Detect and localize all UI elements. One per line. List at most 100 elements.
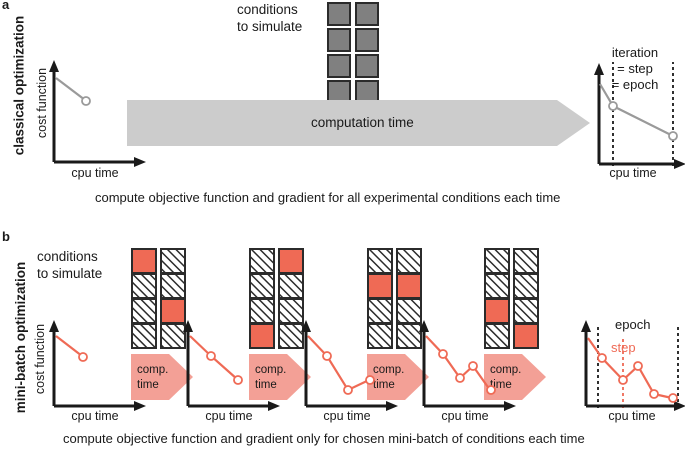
panel-a-caption: compute objective function and gradient …: [95, 190, 561, 205]
x-axis-arrowhead: [386, 401, 398, 411]
comp-time-arrow-1-label-line1: comp.: [137, 364, 169, 376]
panel-b-plot-1-xlabel: cpu time: [71, 409, 119, 423]
condition-cell-selected: [367, 273, 393, 299]
condition-cell: [327, 2, 351, 26]
comp-time-arrow-1-label-line2: time: [137, 379, 159, 391]
condition-cell: [513, 298, 539, 324]
y-axis-arrowhead: [183, 320, 193, 332]
panel-b-conditions-grid-1: [131, 248, 186, 349]
x-axis-arrowhead: [674, 159, 685, 169]
cost-curve-marker: [78, 352, 88, 362]
cost-curve-marker: [81, 96, 91, 106]
y-axis-arrowhead: [301, 320, 311, 332]
comp-time-arrow-3-label-line2: time: [373, 379, 395, 391]
condition-cell: [160, 323, 186, 349]
cost-curve: [55, 335, 83, 357]
computation-time-arrow: [127, 100, 590, 146]
cost-curve: [587, 337, 673, 400]
x-axis-arrowhead: [134, 157, 146, 167]
arrow-shape: [249, 354, 311, 400]
condition-cell: [396, 248, 422, 274]
cost-curve-marker: [486, 385, 496, 395]
condition-cell: [278, 273, 304, 299]
panel-a-conditions-grid: [327, 2, 379, 104]
condition-cell: [160, 273, 186, 299]
condition-cell: [484, 273, 510, 299]
panel-a-side-title: classical optimization: [11, 15, 27, 156]
condition-cell-selected: [249, 323, 275, 349]
panel-b-plot-5-xlabel: cpu time: [608, 409, 656, 423]
condition-cell: [278, 323, 304, 349]
cost-curve-marker: [322, 351, 332, 361]
condition-cell: [327, 54, 351, 78]
panel-a-plot-left: [49, 60, 146, 167]
cost-curve-marker: [343, 385, 353, 395]
condition-cell: [131, 323, 157, 349]
condition-cell-selected: [160, 298, 186, 324]
condition-cell: [327, 28, 351, 52]
x-axis-arrowhead: [674, 401, 685, 411]
panel-a-annotation-line3: = epoch: [611, 77, 659, 92]
comp-time-arrow-3-label-line1: comp.: [373, 364, 405, 376]
cost-curve-marker: [468, 361, 478, 371]
panel-a-annotation-line1: iteration: [611, 45, 659, 60]
cost-curve-marker: [455, 373, 465, 383]
y-axis-arrowhead: [419, 320, 429, 332]
panel-a-letter: a: [2, 0, 10, 12]
condition-cell: [355, 54, 379, 78]
comp-time-arrow-3: [367, 354, 429, 400]
comp-time-arrow-2: [249, 354, 311, 400]
panel-b-annotation-epoch: epoch: [615, 317, 651, 332]
condition-cell-selected: [484, 298, 510, 324]
condition-cell: [513, 248, 539, 274]
panel-b-plot-2-xlabel: cpu time: [205, 409, 253, 423]
cost-curve: [307, 335, 370, 392]
comp-time-arrow-1: [131, 354, 193, 400]
arrow-shape: [131, 354, 193, 400]
condition-cell: [367, 248, 393, 274]
panel-b-conditions-label-line1: conditions: [37, 249, 98, 264]
cost-curve-marker: [597, 353, 607, 363]
condition-cell-selected: [131, 248, 157, 274]
condition-cell: [355, 2, 379, 26]
computation-time-arrow-label: computation time: [311, 115, 414, 130]
panel-b-conditions-grid-4: [484, 248, 539, 349]
panel-b-conditions-grid-2: [249, 248, 304, 349]
panel-b-plot-3-xlabel: cpu time: [323, 409, 371, 423]
panel-b-conditions-grid-3: [367, 248, 422, 349]
x-axis-arrowhead: [268, 401, 280, 411]
panel-b-plot-4-xlabel: cpu time: [441, 409, 489, 423]
x-axis-arrowhead: [504, 401, 516, 411]
cost-curve-marker: [233, 375, 243, 385]
panel-b-plot-2: [183, 320, 280, 411]
comp-time-arrow-4-label-line1: comp.: [490, 364, 522, 376]
panel-a-annotation-line2: = step: [617, 61, 653, 76]
panel-b-plot-3: [301, 320, 398, 411]
condition-cell: [249, 273, 275, 299]
panel-b-letter: b: [2, 229, 10, 244]
cost-curve-marker: [608, 101, 618, 111]
cost-curve-marker: [668, 393, 678, 403]
arrow-shape: [367, 354, 429, 400]
cost-curve-marker: [649, 389, 659, 399]
panel-b-plot-1: [49, 320, 146, 411]
panel-a-plot-left-ylabel: cost function: [35, 67, 49, 139]
panel-b-caption: compute objective function and gradient …: [63, 431, 585, 446]
panel-b-plot-5: [581, 320, 685, 411]
comp-time-arrow-4: [484, 354, 546, 400]
comp-time-arrow-2-label-line1: comp.: [255, 364, 287, 376]
cost-curve-marker: [633, 361, 643, 371]
panel-b-conditions-label-line2: to simulate: [37, 266, 103, 281]
condition-cell-selected: [513, 323, 539, 349]
arrow-shape: [484, 354, 546, 400]
condition-cell: [513, 273, 539, 299]
panel-b-plot-4: [419, 320, 516, 411]
panel-b-side-title: mini-batch optimization: [13, 261, 28, 414]
panel-a-conditions-label-line2: to simulate: [237, 19, 303, 34]
condition-cell: [396, 298, 422, 324]
panel-a-conditions-label-line1: conditions: [237, 2, 298, 17]
condition-cell: [367, 298, 393, 324]
condition-cell-selected: [396, 273, 422, 299]
panel-a-plot-right: [594, 62, 685, 169]
